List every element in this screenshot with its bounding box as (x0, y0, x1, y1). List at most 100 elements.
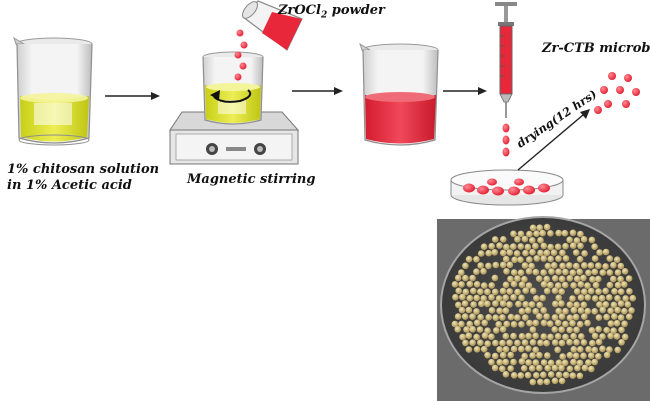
bead (518, 281, 526, 289)
bead (521, 235, 529, 243)
bead (595, 314, 603, 321)
bead (510, 243, 517, 250)
bead (559, 353, 566, 360)
bead (510, 321, 518, 328)
bead (451, 281, 459, 288)
bead (473, 308, 480, 315)
bead (550, 262, 558, 269)
bead (603, 326, 610, 334)
bead (510, 332, 517, 340)
bead (551, 377, 559, 385)
bead (526, 230, 533, 238)
bead (528, 301, 536, 308)
bead (470, 301, 477, 308)
bead (562, 268, 569, 276)
bead (555, 255, 562, 262)
bead (602, 301, 610, 308)
bead (595, 275, 602, 283)
bead (561, 359, 569, 367)
bead (459, 293, 466, 301)
syringe-drops (502, 123, 510, 157)
bead (514, 275, 521, 282)
bead (577, 281, 585, 288)
bead (529, 326, 537, 333)
bead (585, 269, 592, 277)
bead (580, 352, 587, 360)
bead (591, 308, 598, 315)
bead (595, 288, 602, 295)
product-label: Zr-CTB microballs (542, 41, 650, 56)
bead (547, 243, 554, 251)
bead (462, 274, 469, 282)
bead (517, 243, 525, 250)
bead (569, 319, 576, 327)
bead (554, 319, 562, 327)
stirring-label: Magnetic stirring (187, 172, 316, 187)
bead (484, 327, 491, 335)
bead (537, 236, 544, 244)
bead (510, 372, 518, 379)
bead (462, 262, 469, 270)
petri-dish (450, 169, 564, 206)
bead (543, 249, 551, 257)
chitosan-label-line1: 1% chitosan solution (7, 162, 160, 177)
bead (561, 281, 569, 289)
bead (488, 282, 496, 289)
bead (488, 242, 496, 250)
bead (559, 249, 566, 257)
bead (537, 339, 544, 347)
bead (488, 294, 495, 301)
bead (572, 249, 580, 256)
bead (518, 321, 525, 328)
bead (591, 346, 599, 354)
bead (573, 237, 581, 244)
bead (522, 301, 529, 308)
microballs-photo (437, 216, 650, 401)
bead (587, 352, 595, 360)
powder-label: ZrOCl2 powder (278, 3, 385, 24)
bead (566, 351, 574, 359)
bead (529, 224, 537, 232)
bead (599, 269, 607, 276)
bead (461, 300, 469, 307)
bead (614, 295, 621, 302)
bead (518, 333, 526, 340)
bead (602, 248, 610, 256)
bead (510, 294, 517, 301)
bead (491, 288, 499, 296)
bead (566, 275, 574, 282)
bead (551, 364, 559, 372)
bead (503, 320, 511, 328)
bead (478, 300, 485, 308)
bead (506, 249, 514, 256)
bead (526, 319, 533, 327)
bead (543, 339, 550, 347)
bead (566, 236, 573, 244)
bead (526, 256, 533, 263)
bead (469, 313, 476, 320)
bead (544, 262, 552, 270)
bead (533, 255, 541, 262)
bead (515, 300, 522, 308)
bead (576, 320, 584, 328)
bead (480, 268, 487, 275)
bead (507, 275, 514, 283)
bead (495, 321, 503, 328)
bead (473, 268, 480, 276)
bead (577, 230, 584, 238)
bead (480, 295, 488, 302)
bead (584, 319, 591, 327)
bead (621, 320, 628, 328)
bead (454, 274, 462, 282)
bead (481, 332, 489, 339)
bead (580, 339, 588, 346)
bead (458, 281, 465, 288)
bead (555, 229, 562, 237)
bead (491, 249, 499, 256)
bead (587, 287, 595, 295)
bead (617, 262, 625, 270)
bead (514, 288, 521, 296)
bead (606, 269, 614, 276)
bead (614, 346, 621, 354)
